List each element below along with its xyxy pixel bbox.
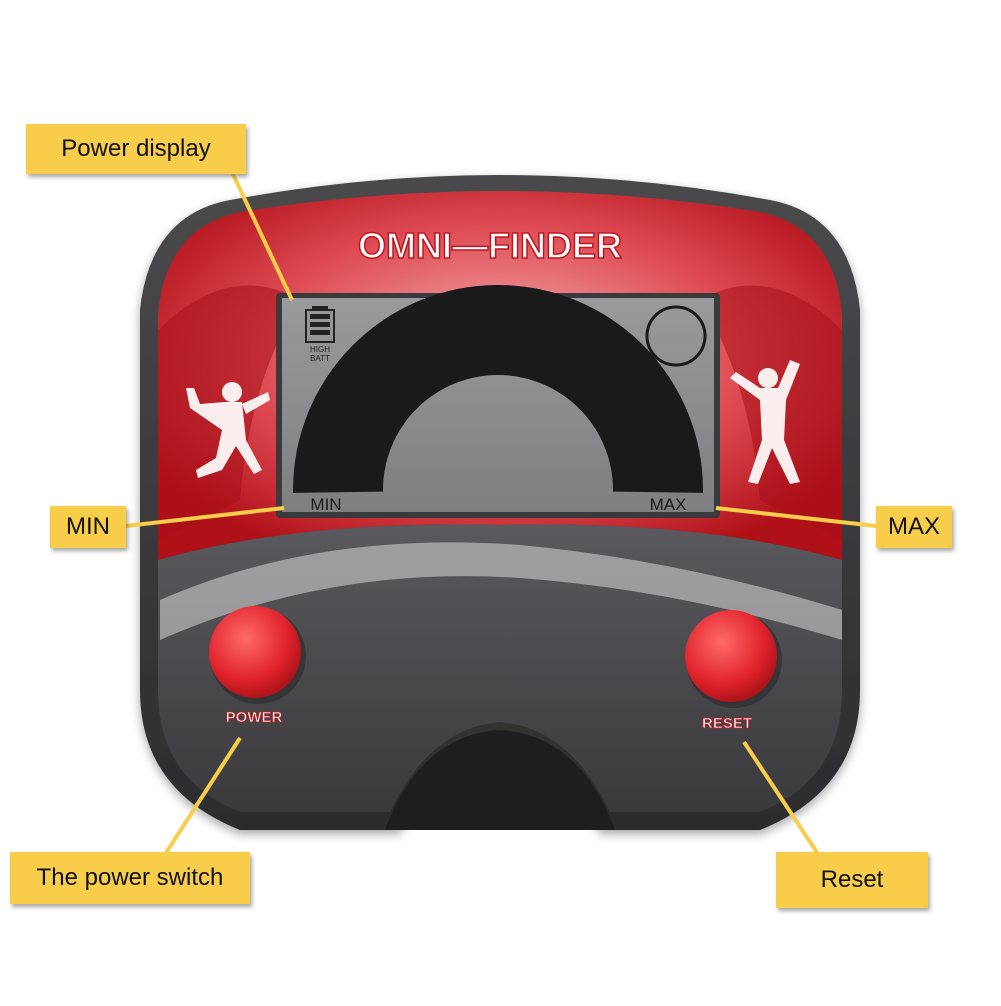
- signal-segment: [325, 343, 418, 428]
- callout-power-display: Power display: [26, 124, 246, 174]
- signal-segment: [540, 299, 615, 396]
- leader-power-display: [230, 171, 294, 301]
- signal-segment: [518, 288, 580, 385]
- lower-panel-highlight: [160, 542, 842, 640]
- signal-segment: [592, 373, 689, 448]
- signal-segment: [296, 408, 393, 470]
- callout-power-switch: The power switch: [10, 852, 250, 904]
- callout-min: MIN: [50, 506, 126, 548]
- signal-segment: [307, 373, 404, 448]
- lcd-max-label: MAX: [650, 495, 687, 514]
- signal-segment: [495, 285, 541, 378]
- brand-logo: OMNI—FINDER: [358, 225, 622, 266]
- battery-label-batt: BATT: [310, 354, 330, 363]
- callout-reset: Reset: [776, 852, 928, 908]
- signal-segment: [560, 317, 645, 410]
- reset-button-label: RESET: [702, 715, 752, 732]
- reset-button[interactable]: [685, 610, 777, 702]
- jumping-person-left-icon: [186, 382, 270, 478]
- jumping-person-right-icon: [730, 360, 800, 484]
- leader-reset: [742, 740, 824, 862]
- signal-segment: [455, 285, 501, 378]
- lcd-min-label: MIN: [310, 495, 341, 514]
- battery-icon: [305, 306, 335, 343]
- signal-segment: [351, 317, 436, 410]
- leader-max: [715, 506, 877, 528]
- signal-segment: [610, 447, 703, 493]
- handle-mount: [385, 730, 615, 830]
- power-button-label: POWER: [226, 709, 283, 726]
- leader-power-switch: [162, 736, 242, 858]
- power-button[interactable]: [209, 606, 301, 698]
- signal-segment: [578, 343, 671, 428]
- callout-max: MAX: [876, 506, 952, 548]
- leader-min: [125, 506, 285, 528]
- indicator-circle: [645, 305, 707, 367]
- callout-leader-lines: [125, 171, 877, 862]
- signal-strength-meter: [293, 285, 703, 493]
- signal-segment: [293, 447, 386, 493]
- signal-segment: [381, 299, 456, 396]
- battery-label-high: HIGH: [310, 345, 330, 354]
